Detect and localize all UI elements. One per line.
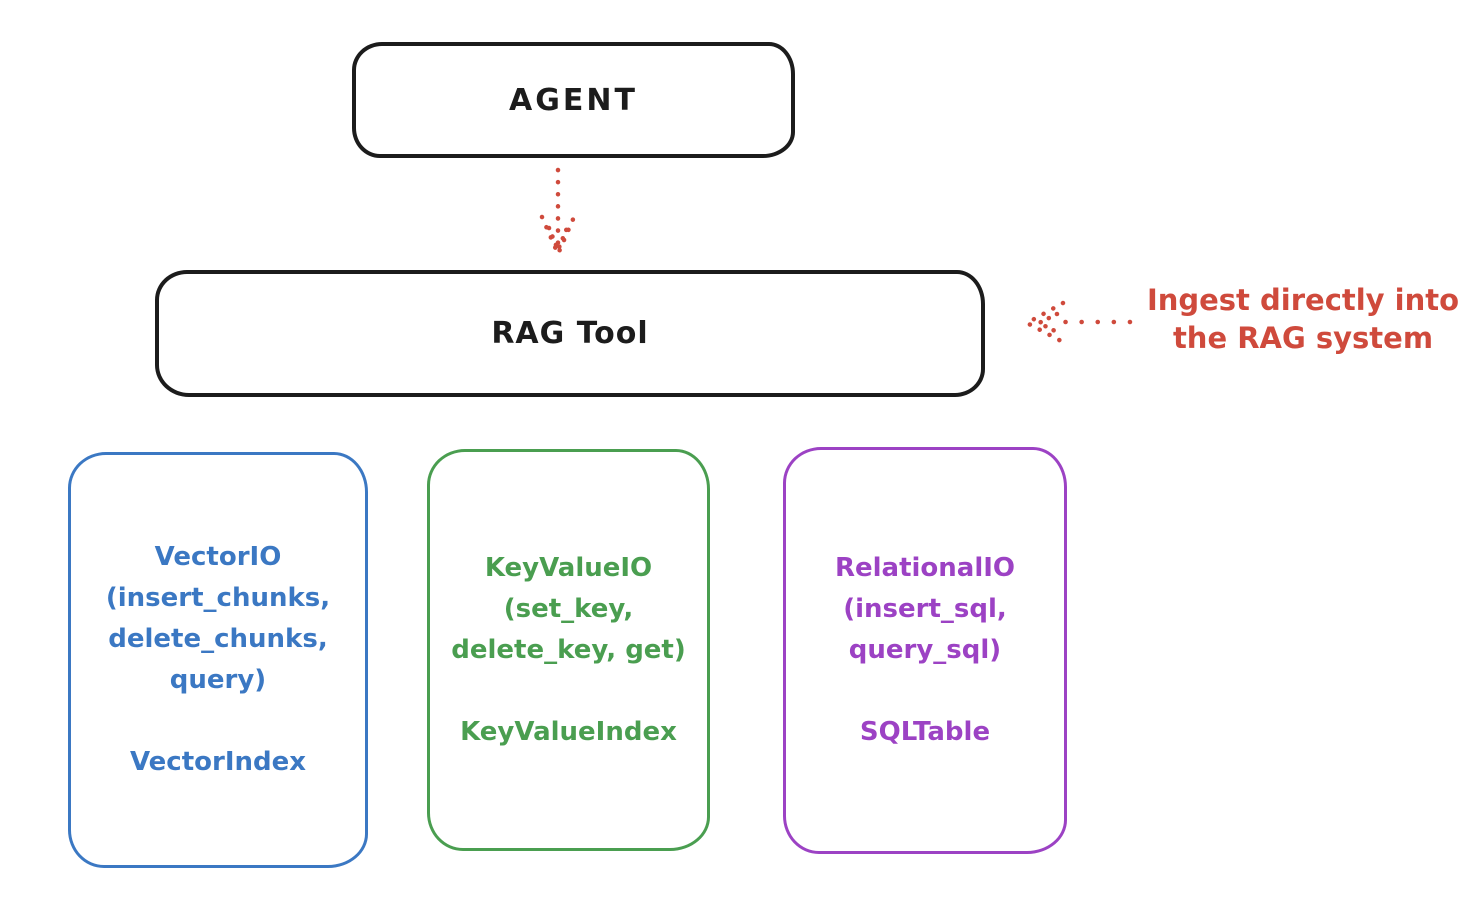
rag-tool-box-label: RAG Tool xyxy=(491,316,649,351)
sql-table-label: SQLTable xyxy=(859,717,991,747)
ingest-annotation-line2: the RAG system xyxy=(1172,321,1434,355)
ingest-annotation: Ingest directly into the RAG system xyxy=(1138,281,1468,357)
relational-io-title: RelationalIO xyxy=(834,553,1016,583)
ingest-annotation-line1: Ingest directly into xyxy=(1146,283,1460,317)
vector-index-label: VectorIndex xyxy=(129,747,307,777)
vector-io-box: VectorIO (insert_chunks, delete_chunks, … xyxy=(68,452,368,868)
keyvalue-io-box: KeyValueIO (set_key, delete_key, get) Ke… xyxy=(427,449,710,851)
annotation-to-rag-arrow xyxy=(1022,300,1133,345)
vector-io-method-line: query) xyxy=(169,665,267,695)
relational-io-method-line: (insert_sql, xyxy=(843,594,1007,624)
agent-box-label: AGENT xyxy=(509,82,638,118)
keyvalue-io-method-line: delete_key, get) xyxy=(451,634,686,665)
relational-io-method-line: query_sql) xyxy=(848,635,1002,665)
keyvalue-index-label: KeyValueIndex xyxy=(460,716,677,747)
rag-tool-box: RAG Tool xyxy=(155,270,985,397)
keyvalue-io-title: KeyValueIO xyxy=(484,552,653,583)
vector-io-method-line: (insert_chunks, xyxy=(105,583,331,613)
annotation-to-rag-arrow-head-inner xyxy=(1033,311,1060,335)
agent-to-rag-arrow-head-inner xyxy=(546,225,570,256)
annotation-to-rag-arrow-head-outer xyxy=(1022,300,1066,345)
relational-io-box: RelationalIO (insert_sql, query_sql) SQL… xyxy=(783,447,1067,854)
vector-io-method-line: delete_chunks, xyxy=(108,624,328,654)
agent-box: AGENT xyxy=(352,42,795,158)
agent-to-rag-arrow-head-outer xyxy=(539,214,577,260)
vector-io-title: VectorIO xyxy=(154,542,282,572)
agent-to-rag-arrow xyxy=(539,167,577,260)
keyvalue-io-method-line: (set_key, xyxy=(503,593,634,624)
